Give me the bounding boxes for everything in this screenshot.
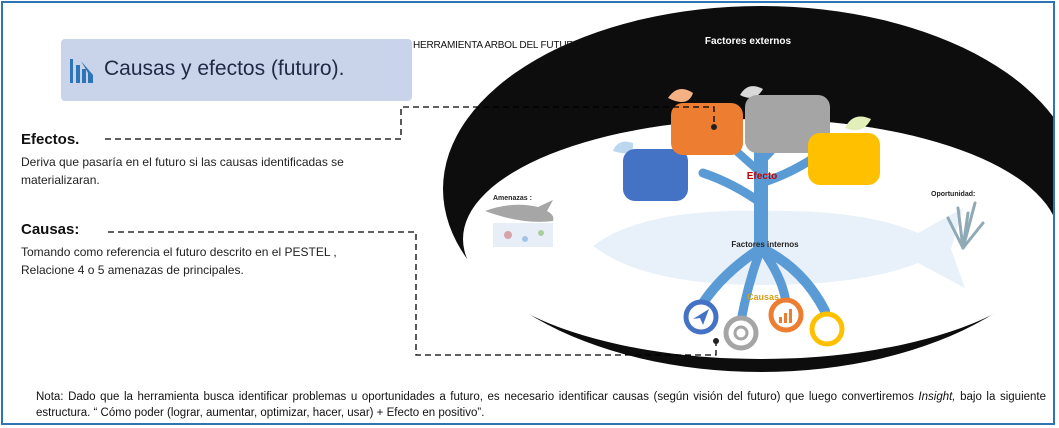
effect-block-blue [623,149,688,201]
effect-block-orange [671,103,743,155]
bar-chart-icon [779,309,792,323]
effect-block-gray [745,95,830,153]
oportunidad-label: Oportunidad: [931,191,975,198]
efecto-label: Efecto [747,171,778,182]
causas-heading: Causas: [21,221,80,238]
connector-dot-bottom [713,338,719,344]
efectos-heading: Efectos. [21,131,80,148]
footnote: Nota: Dado que la herramienta busca iden… [36,389,1046,421]
arbol-diagram: Factores externos Factores internos Efec… [105,6,1053,372]
effect-block-yellow [808,133,880,185]
causas-label: Causas [747,292,779,302]
amenazas-label: Amenazas : [493,195,532,202]
shark-illustration [485,200,554,247]
cause-circle-yellow [809,311,845,347]
section-title: Causas y efectos (futuro). [104,57,345,80]
coral-illustration [946,201,985,250]
causas-body-line2: Relacione 4 o 5 amenazas de principales. [21,263,244,277]
leaf-decorations [613,86,871,154]
outer-label: Factores externos [705,36,792,47]
section-title-box: Causas y efectos (futuro). [61,39,412,101]
causas-body-line1: Tomando como referencia el futuro descri… [21,245,337,259]
cause-circle-gear [723,315,759,351]
effect-blocks [623,95,880,201]
tool-title: HERRAMIENTA ARBOL DEL FUTURO [413,40,581,51]
gear-icon [733,325,749,341]
footnote-part1: Nota: Dado que la herramienta busca iden… [36,391,919,403]
cause-circles [683,297,845,351]
dashed-connectors [105,106,717,356]
efectos-body: Deriva que pasaría en el futuro si las c… [21,155,344,187]
chart-icon [70,59,93,83]
footnote-insight: Insight, [918,391,956,403]
connector-dot-top [711,124,717,130]
footnote-part2: bajo la siguiente estructura. “ Cómo pod… [36,391,1047,419]
fish-silhouette [593,208,965,288]
send-icon [693,309,709,325]
inner-label: Factores internos [731,240,799,249]
